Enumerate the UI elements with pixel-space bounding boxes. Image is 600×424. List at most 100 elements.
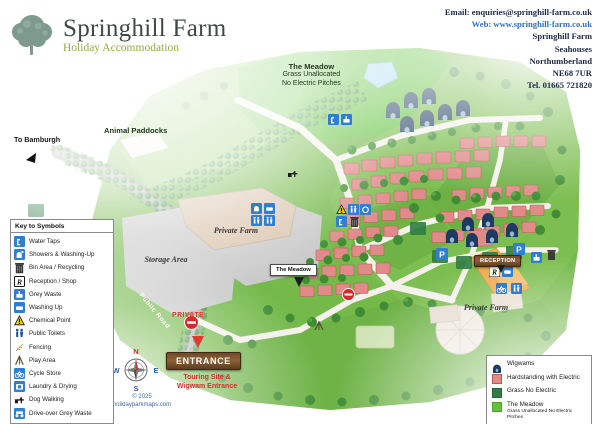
reception-icon: R (489, 266, 500, 277)
pitch-legend-label: The Meadow Grass Unallocated No Electric… (507, 401, 587, 421)
key-item-label: Showers & Washing-Up (29, 251, 95, 259)
reception-sign: RECEPTION (474, 255, 522, 267)
dog-walking-icon (288, 171, 298, 177)
chemical-point-icon (14, 315, 25, 326)
contact-county: Northumberland (529, 55, 592, 66)
contact-email: Email: enquiries@springhill-farm.co.uk (444, 7, 592, 17)
key-item-water-taps: Water Taps (14, 235, 110, 248)
label-private-red: PRIVATE (172, 312, 205, 319)
toilets-icon (14, 328, 25, 339)
key-item-washing-up: Washing Up (14, 301, 110, 314)
hardstanding-swatch (492, 374, 502, 385)
key-to-symbols-panel: Key to Symbols Water Taps Showers & Wash… (10, 219, 114, 424)
water-tap-icon (336, 216, 347, 227)
key-item-label: Public Toilets (29, 330, 65, 338)
to-bamburgh-arrow-icon (26, 153, 36, 163)
brand-title: Springhill Farm (63, 14, 227, 42)
laundry-icon (14, 381, 25, 393)
entrance-sign: ENTRANCE (166, 352, 241, 370)
pitch-legend-item-grass-no-electric: Grass No Electric (492, 387, 587, 398)
key-item-label: Water Taps (29, 238, 60, 246)
key-item-chemical-point: Chemical Point (14, 314, 110, 327)
parking-icon: P (513, 243, 525, 255)
toilets-icon (348, 204, 359, 215)
contact-web[interactable]: Web: www.springhill-farm.co.uk (471, 19, 592, 30)
svg-text:R: R (16, 277, 22, 286)
contact-details: Email: enquiries@springhill-farm.co.uk W… (445, 6, 592, 91)
key-item-reception-shop: R Reception / Shop (14, 275, 110, 288)
brand-header: Springhill Farm Holiday Accommodation (10, 12, 227, 58)
grass-no-electric-swatch (492, 387, 502, 398)
pitch-legend-label-main: The Meadow (507, 401, 544, 409)
key-item-dog-walking: Dog Walking (14, 393, 110, 406)
no-entry-icon (342, 288, 355, 301)
key-panel-title: Key to Symbols (11, 220, 113, 233)
fencing-icon (14, 342, 25, 353)
water-tap-icon (328, 114, 339, 125)
no-entry-icon (184, 315, 199, 330)
reception-arrow-icon (497, 265, 505, 273)
key-item-label: Play Area (29, 356, 56, 364)
key-item-showers: Showers & Washing-Up (14, 248, 110, 261)
key-item-label: Drive-over Grey Waste (29, 409, 92, 417)
grey-waste-icon (14, 288, 25, 300)
pitch-legend-item-hardstanding: Hardstanding with Electric (492, 374, 587, 385)
key-item-laundry-drying: Laundry & Drying (14, 380, 110, 393)
meadow-swatch (492, 401, 502, 412)
play-area-icon (314, 320, 324, 331)
washing-up-icon (502, 266, 513, 277)
chemical-point-icon (336, 204, 347, 214)
key-item-label: Chemical Point (29, 317, 71, 325)
svg-text:P: P (439, 249, 445, 259)
toilets-icon (264, 215, 275, 226)
shower-icon (14, 249, 25, 261)
pitch-legend-item-the-meadow: The Meadow Grass Unallocated No Electric… (492, 401, 587, 421)
bin-icon (547, 250, 556, 260)
brand-subtitle: Holiday Accommodation (63, 41, 179, 54)
bin-icon (14, 262, 25, 274)
map-credit: © 2025 holidayparkmaps.com (112, 394, 172, 409)
key-item-label: Reception / Shop (29, 277, 77, 285)
washing-up-icon (14, 302, 25, 314)
pitch-legend-label: Wigwams (507, 360, 535, 367)
key-item-fencing: Fencing (14, 341, 110, 354)
grey-waste-icon (531, 252, 542, 263)
pitch-legend-label: Hardstanding with Electric (507, 373, 580, 381)
key-item-label: Fencing (29, 343, 52, 351)
key-item-bin-area: Bin Area / Recycling (14, 261, 110, 274)
compass-south: S (133, 384, 138, 393)
key-item-grey-waste: Grey Waste (14, 288, 110, 301)
meadow-direction-arrow-icon (294, 277, 304, 287)
key-item-label: Washing Up (29, 304, 63, 312)
svg-text:P: P (516, 244, 522, 254)
dog-walking-icon (14, 394, 25, 405)
contact-tel: Tel. 01665 721820 (527, 80, 592, 91)
compass-north: N (133, 347, 138, 356)
compass-rose: N E S W (112, 347, 158, 393)
key-item-label: Dog Walking (29, 396, 64, 404)
compass-west: W (112, 366, 120, 375)
cycle-store-icon (14, 367, 25, 379)
key-item-play-area: Play Area (14, 354, 110, 367)
pitch-legend-item-wigwams: Wigwams (492, 360, 587, 373)
svg-text:R: R (491, 267, 497, 276)
key-item-label: Grey Waste (29, 290, 62, 298)
play-area-icon (14, 354, 25, 366)
tree-icon (12, 15, 52, 55)
key-item-label: Laundry & Drying (29, 383, 77, 391)
contact-postcode: NE68 7UR (552, 68, 592, 79)
toilets-icon (251, 215, 262, 226)
water-tap-icon (14, 236, 25, 248)
key-item-public-toilets: Public Toilets (14, 327, 110, 340)
cycle-store-icon (496, 283, 507, 294)
washing-up-icon (264, 203, 275, 214)
compass-east: E (153, 366, 158, 375)
shower-icon (251, 203, 262, 214)
contact-name: Springhill Farm (532, 31, 592, 42)
contact-town: Seahouses (554, 43, 592, 54)
bin-icon (350, 217, 359, 227)
key-panel-list: Water Taps Showers & Washing-Up Bin Area… (11, 233, 113, 423)
wigwam-icon (492, 361, 502, 373)
